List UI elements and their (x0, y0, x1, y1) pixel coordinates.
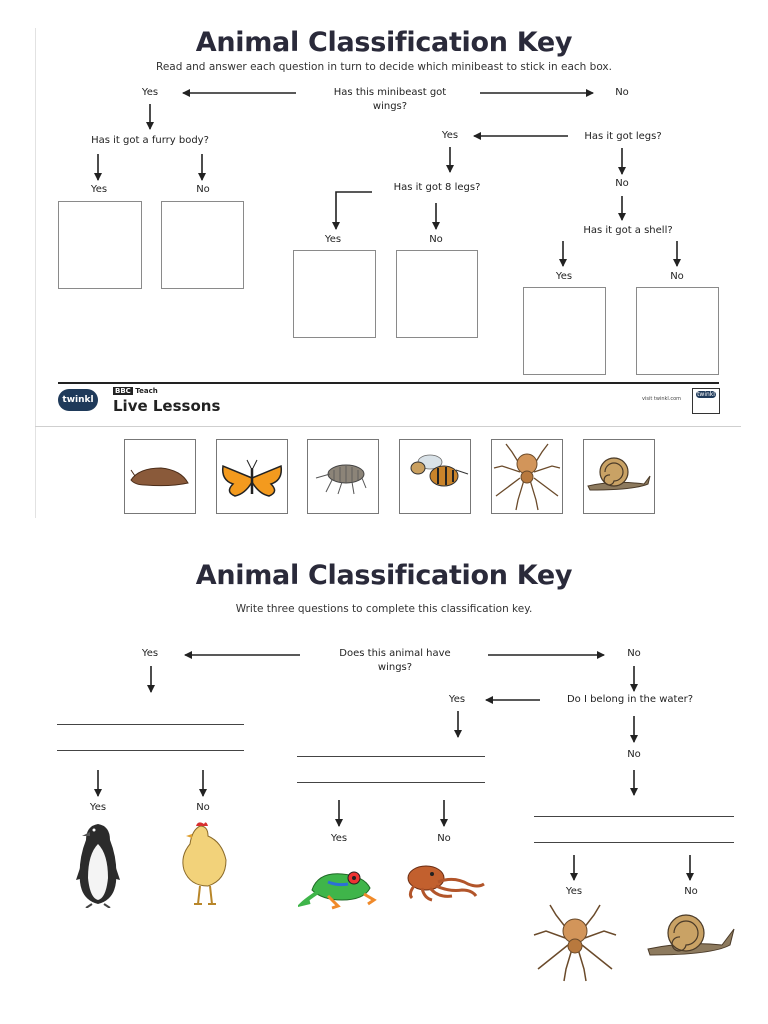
answer-box-shell-yes[interactable] (523, 287, 606, 375)
sheet2-question-wings: Does this animal have wings? (339, 648, 451, 673)
answer-box-shell-no[interactable] (636, 287, 719, 375)
sheet2-no-1: No (196, 802, 210, 813)
bbc-logo: BBC (113, 387, 133, 395)
sheet1-no-furry: No (196, 184, 210, 195)
sheet1-instructions: Read and answer each question in turn to… (156, 61, 612, 73)
sheet1-title: Animal Classification Key (195, 27, 573, 58)
snail-icon-2 (647, 914, 735, 956)
twinkl-badge-logo: twinkl (696, 391, 716, 398)
picture-spider (532, 903, 618, 983)
sheet2-instructions: Write three questions to complete this c… (235, 603, 533, 615)
footer-rule (58, 382, 719, 384)
sheet2-yes-water: Yes (448, 694, 466, 705)
answer-box-8legs-no[interactable] (396, 250, 478, 338)
sheet1-yes-shell: Yes (555, 271, 573, 282)
question-line-1a[interactable] (57, 724, 244, 725)
sheet2-title: Animal Classification Key (195, 560, 573, 591)
picture-chicken (178, 820, 230, 906)
answer-box-furry-no[interactable] (161, 201, 244, 289)
cutout-bee[interactable] (399, 439, 471, 514)
penguin-icon (76, 824, 120, 909)
sheet1-question-legs: Has it got legs? (584, 131, 662, 142)
question-line-2b[interactable] (297, 782, 485, 783)
cutout-slug[interactable] (124, 439, 196, 514)
sheet1-yes-furry: Yes (90, 184, 108, 195)
sheet1-question-wings: Has this minibeast got wings? (333, 87, 447, 112)
sheet2-yes-wings: Yes (141, 648, 159, 659)
slug-icon (130, 467, 189, 487)
sheet1-yes-wings: Yes (141, 87, 159, 98)
twinkl-url: visit twinkl.com (642, 396, 682, 402)
sheet2-yes-1: Yes (89, 802, 107, 813)
sheet1-question-8legs: Has it got 8 legs? (393, 182, 481, 193)
cutout-woodlouse[interactable] (307, 439, 379, 514)
question-line-1b[interactable] (57, 750, 244, 751)
sheet2-yes-3: Yes (565, 886, 583, 897)
spider-icon-2 (533, 904, 617, 982)
answer-box-8legs-yes[interactable] (293, 250, 376, 338)
sheet2-yes-2: Yes (330, 833, 348, 844)
sheet1-no-shell: No (670, 271, 684, 282)
live-lessons-label: Live Lessons (113, 397, 221, 415)
twinkl-logo: twinkl (58, 389, 98, 411)
cutout-butterfly[interactable] (216, 439, 288, 514)
cutout-snail[interactable] (583, 439, 655, 514)
bee-icon (410, 454, 469, 487)
woodlouse-icon (315, 464, 367, 495)
sheet1-no-wings: No (615, 87, 629, 98)
sheet1-no-8legs: No (429, 234, 443, 245)
question-line-3a[interactable] (534, 816, 734, 817)
picture-frog (295, 860, 378, 920)
snail-icon (587, 457, 651, 491)
frog-icon (295, 871, 377, 910)
sheet1-no-legs: No (615, 178, 629, 189)
butterfly-icon (221, 459, 283, 497)
teach-label: Teach (135, 387, 158, 395)
worksheet-1 (35, 28, 742, 518)
question-line-3b[interactable] (534, 842, 734, 843)
answer-box-furry-yes[interactable] (58, 201, 142, 289)
sheet1-question-furry: Has it got a furry body? (91, 135, 209, 146)
sheet2-question-water: Do I belong in the water? (566, 694, 694, 705)
cutout-spider[interactable] (491, 439, 563, 514)
spider-icon (493, 443, 561, 511)
picture-snail (646, 907, 736, 967)
picture-octopus (402, 862, 486, 902)
sheet2-no-3: No (684, 886, 698, 897)
sheet2-no-wings: No (627, 648, 641, 659)
picture-penguin (72, 820, 124, 909)
sheet2-no-2: No (437, 833, 451, 844)
bbc-teach-label: BBC Teach (113, 387, 158, 395)
sheet2-no-water: No (627, 749, 641, 760)
twinkl-badge: twinkl (692, 388, 720, 414)
sheet1-yes-legs: Yes (441, 130, 459, 141)
chicken-icon (182, 822, 227, 905)
octopus-icon (407, 865, 485, 902)
sheet1-yes-8legs: Yes (324, 234, 342, 245)
question-line-2a[interactable] (297, 756, 485, 757)
cut-line (35, 426, 741, 427)
sheet1-question-shell: Has it got a shell? (583, 225, 673, 236)
